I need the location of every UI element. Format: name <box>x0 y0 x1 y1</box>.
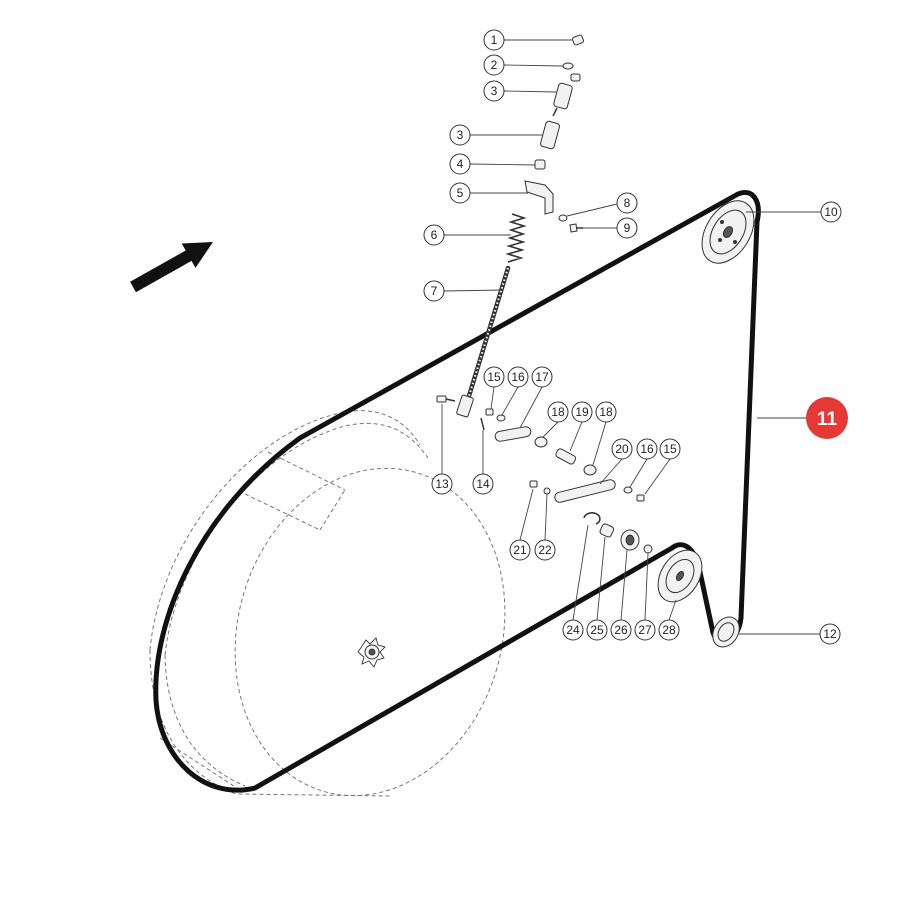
svg-text:28: 28 <box>662 623 676 637</box>
callout-3b[interactable]: 3 <box>449 124 471 146</box>
callout-14[interactable]: 14 <box>472 473 494 495</box>
svg-text:25: 25 <box>590 623 604 637</box>
callout-12[interactable]: 12 <box>819 623 841 645</box>
svg-text:18: 18 <box>551 405 565 419</box>
callout-17[interactable]: 17 <box>531 366 553 388</box>
svg-text:15: 15 <box>663 442 677 456</box>
callout-21[interactable]: 21 <box>509 539 531 561</box>
svg-text:10: 10 <box>824 205 838 219</box>
callout-27[interactable]: 27 <box>634 619 656 641</box>
svg-text:2: 2 <box>491 58 498 72</box>
callout-9[interactable]: 9 <box>616 217 638 239</box>
svg-text:16: 16 <box>640 442 654 456</box>
svg-text:1: 1 <box>491 33 498 47</box>
svg-text:12: 12 <box>823 627 837 641</box>
svg-text:6: 6 <box>431 228 438 242</box>
callout-4[interactable]: 4 <box>449 153 471 175</box>
callout-3a[interactable]: 3 <box>483 80 505 102</box>
callout-6[interactable]: 6 <box>423 224 445 246</box>
svg-text:18: 18 <box>599 405 613 419</box>
svg-text:9: 9 <box>624 221 631 235</box>
callout-16b[interactable]: 16 <box>636 438 658 460</box>
direction-arrow-icon <box>130 242 213 293</box>
callout-8[interactable]: 8 <box>616 192 638 214</box>
svg-text:26: 26 <box>614 623 628 637</box>
svg-text:16: 16 <box>511 370 525 384</box>
callout-1[interactable]: 1 <box>483 29 505 51</box>
callout-11-badge <box>806 397 848 439</box>
callout-25[interactable]: 25 <box>586 619 608 641</box>
callout-28[interactable]: 28 <box>658 619 680 641</box>
callout-7[interactable]: 7 <box>423 280 445 302</box>
svg-text:19: 19 <box>575 405 589 419</box>
svg-text:7: 7 <box>431 284 438 298</box>
callout-13[interactable]: 13 <box>431 473 453 495</box>
drum-hub-icon <box>357 637 386 668</box>
svg-text:3: 3 <box>457 128 464 142</box>
leader-lines <box>441 39 821 635</box>
drum-outline <box>149 410 506 797</box>
parts-stack <box>436 34 653 554</box>
svg-text:15: 15 <box>487 370 501 384</box>
callout-2[interactable]: 2 <box>483 54 505 76</box>
callout-5[interactable]: 5 <box>449 182 471 204</box>
pulley-bottom <box>712 616 740 648</box>
svg-text:3: 3 <box>491 84 498 98</box>
callout-16a[interactable]: 16 <box>507 366 529 388</box>
drive-belt <box>153 190 761 793</box>
svg-text:21: 21 <box>513 543 527 557</box>
svg-text:14: 14 <box>476 477 490 491</box>
callout-20[interactable]: 20 <box>611 438 633 460</box>
svg-text:5: 5 <box>457 186 464 200</box>
callout-24[interactable]: 24 <box>562 619 584 641</box>
svg-text:17: 17 <box>535 370 549 384</box>
callout-10[interactable]: 10 <box>820 201 842 223</box>
callout-15b[interactable]: 15 <box>659 438 681 460</box>
svg-text:4: 4 <box>457 157 464 171</box>
callout-26[interactable]: 26 <box>610 619 632 641</box>
pulley-top <box>701 200 755 264</box>
callout-18a[interactable]: 18 <box>547 401 569 423</box>
svg-text:22: 22 <box>538 543 552 557</box>
callout-15a[interactable]: 15 <box>483 366 505 388</box>
pulley-tensioner <box>657 549 703 603</box>
callout-19[interactable]: 19 <box>571 401 593 423</box>
svg-text:27: 27 <box>638 623 652 637</box>
svg-text:8: 8 <box>624 196 631 210</box>
svg-text:13: 13 <box>435 477 449 491</box>
svg-text:20: 20 <box>615 442 629 456</box>
callout-22[interactable]: 22 <box>534 539 556 561</box>
callout-18b[interactable]: 18 <box>595 401 617 423</box>
svg-text:11: 11 <box>817 409 838 430</box>
svg-text:24: 24 <box>566 623 580 637</box>
callout-11-selected[interactable]: 11 <box>806 397 848 439</box>
